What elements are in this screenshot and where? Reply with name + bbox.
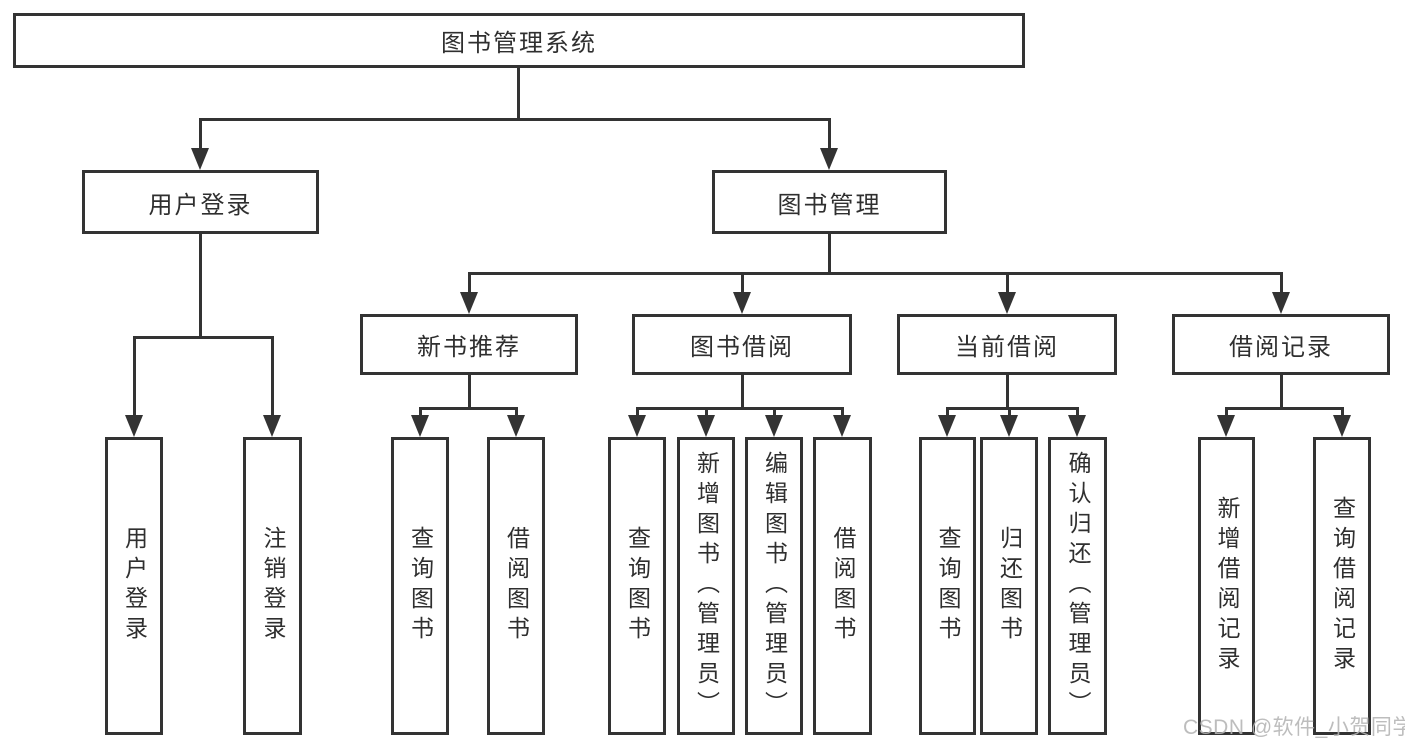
- connector-line: [1341, 407, 1344, 419]
- connector-line: [1280, 272, 1283, 294]
- node-book-management-label: 图书管理: [777, 191, 882, 219]
- connector-line: [705, 407, 708, 419]
- connector-line: [841, 407, 844, 419]
- connector-line: [515, 407, 518, 419]
- leaf-query-borrow-record: 查询借阅记录: [1313, 437, 1371, 735]
- arrow-down-icon: [1333, 415, 1351, 437]
- arrow-down-icon: [733, 292, 751, 314]
- leaf-query-books: 查询图书: [919, 437, 976, 735]
- arrow-down-icon: [833, 415, 851, 437]
- leaf-borrow-books: 借阅图书: [813, 437, 872, 735]
- connector-line: [468, 375, 471, 407]
- connector-line: [133, 336, 274, 339]
- node-library-system-label: 图书管理系统: [441, 30, 597, 57]
- connector-line: [741, 375, 744, 407]
- node-borrow-record: 借阅记录: [1172, 314, 1390, 375]
- connector-line: [419, 407, 518, 410]
- leaf-logout-label: 注销登录: [260, 526, 286, 646]
- connector-line: [517, 68, 520, 118]
- leaf-borrow-books-label: 借阅图书: [830, 526, 856, 646]
- connector-line: [1008, 407, 1011, 419]
- arrow-down-icon: [191, 148, 209, 170]
- node-borrow-record-label: 借阅记录: [1229, 334, 1333, 361]
- leaf-edit-books-admin-label: 编辑图书（管理员）: [761, 451, 788, 721]
- arrow-down-icon: [411, 415, 429, 437]
- connector-line: [773, 407, 776, 419]
- node-user-login-label: 用户登录: [148, 191, 253, 219]
- arrow-down-icon: [1272, 292, 1290, 314]
- arrow-down-icon: [1068, 415, 1086, 437]
- connector-line: [741, 272, 744, 294]
- connector-line: [636, 407, 843, 410]
- leaf-add-borrow-record-label: 新增借阅记录: [1214, 496, 1240, 676]
- node-new-book-recommend-label: 新书推荐: [417, 334, 521, 361]
- connector-line: [1225, 407, 1228, 419]
- connector-line: [946, 407, 949, 419]
- connector-line: [1280, 375, 1283, 407]
- leaf-edit-books-admin: 编辑图书（管理员）: [745, 437, 803, 735]
- arrow-down-icon: [697, 415, 715, 437]
- connector-line: [1006, 375, 1009, 407]
- connector-line: [1006, 272, 1009, 294]
- leaf-query-books-label: 查询图书: [624, 526, 651, 646]
- connector-line: [1076, 407, 1079, 419]
- leaf-query-books-label: 查询图书: [407, 526, 434, 646]
- leaf-query-books-label: 查询图书: [935, 526, 961, 646]
- leaf-add-books-admin-label: 新增图书（管理员）: [693, 451, 720, 721]
- connector-line: [946, 407, 1078, 410]
- connector-line: [133, 336, 136, 418]
- node-book-borrow-label: 图书借阅: [690, 334, 794, 361]
- connector-line: [199, 118, 831, 121]
- leaf-borrow-books: 借阅图书: [487, 437, 545, 735]
- connector-line: [828, 118, 831, 152]
- leaf-return-books: 归还图书: [980, 437, 1038, 735]
- leaf-confirm-return-admin: 确认归还（管理员）: [1048, 437, 1107, 735]
- arrow-down-icon: [998, 292, 1016, 314]
- connector-line: [828, 234, 831, 272]
- arrow-down-icon: [1000, 415, 1018, 437]
- node-current-borrow-label: 当前借阅: [955, 334, 1059, 361]
- leaf-logout: 注销登录: [243, 437, 302, 735]
- leaf-add-books-admin: 新增图书（管理员）: [677, 437, 735, 735]
- leaf-query-books: 查询图书: [391, 437, 449, 735]
- arrow-down-icon: [938, 415, 956, 437]
- node-book-management: 图书管理: [712, 170, 947, 234]
- leaf-query-borrow-record-label: 查询借阅记录: [1329, 496, 1356, 676]
- arrow-down-icon: [263, 415, 281, 437]
- leaf-query-books: 查询图书: [608, 437, 666, 735]
- arrow-down-icon: [460, 292, 478, 314]
- connector-line: [419, 407, 422, 419]
- leaf-return-books-label: 归还图书: [996, 526, 1023, 646]
- arrow-down-icon: [820, 148, 838, 170]
- connector-line: [468, 272, 1282, 275]
- arrow-down-icon: [765, 415, 783, 437]
- node-current-borrow: 当前借阅: [897, 314, 1117, 375]
- arrow-down-icon: [1217, 415, 1235, 437]
- node-book-borrow: 图书借阅: [632, 314, 852, 375]
- connector-line: [1225, 407, 1344, 410]
- node-user-login: 用户登录: [82, 170, 319, 234]
- leaf-user-login: 用户登录: [105, 437, 163, 735]
- node-library-system: 图书管理系统: [13, 13, 1025, 68]
- leaf-confirm-return-admin-label: 确认归还（管理员）: [1065, 451, 1091, 721]
- connector-line: [636, 407, 639, 419]
- connector-line: [468, 272, 471, 294]
- arrow-down-icon: [628, 415, 646, 437]
- arrow-down-icon: [125, 415, 143, 437]
- connector-line: [199, 118, 202, 152]
- watermark: CSDN @软件_小贺同学: [1183, 716, 1405, 739]
- leaf-user-login-label: 用户登录: [121, 526, 148, 646]
- leaf-borrow-books-label: 借阅图书: [503, 526, 530, 646]
- leaf-add-borrow-record: 新增借阅记录: [1198, 437, 1255, 735]
- connector-line: [199, 234, 202, 336]
- node-new-book-recommend: 新书推荐: [360, 314, 578, 375]
- connector-line: [271, 336, 274, 418]
- arrow-down-icon: [507, 415, 525, 437]
